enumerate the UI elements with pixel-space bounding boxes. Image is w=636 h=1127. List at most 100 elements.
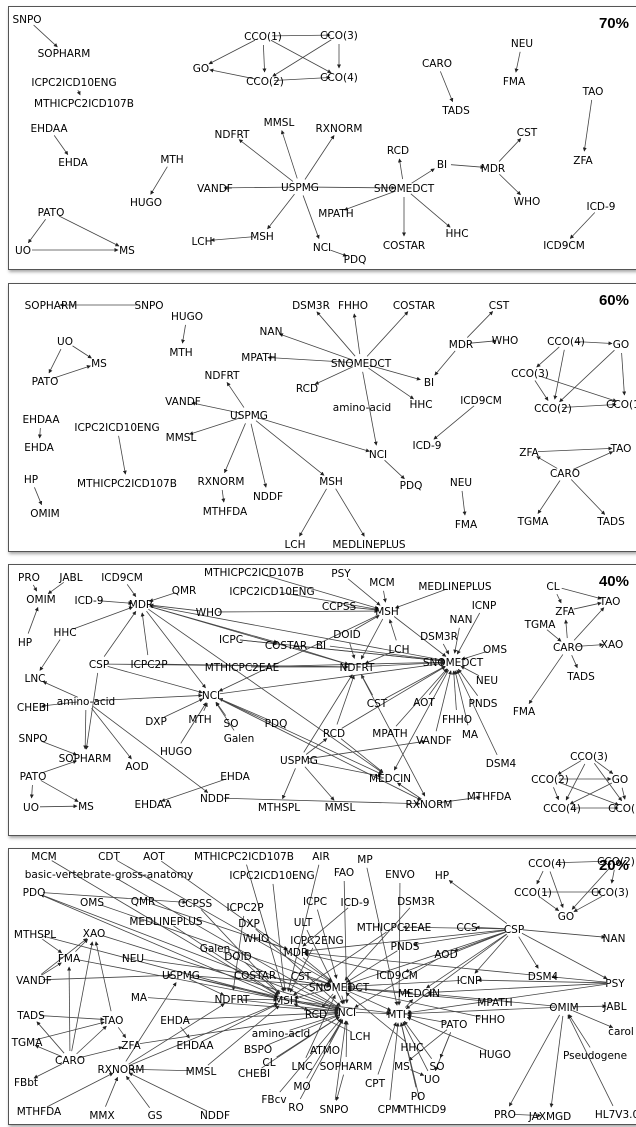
node-label: CDT xyxy=(98,851,120,863)
node-label: PATO xyxy=(32,376,59,388)
node-label: DOID xyxy=(224,951,252,963)
edge-MTHICPC2ICD107B-MSH xyxy=(246,864,285,992)
edge-RCD-SNOMEDCT xyxy=(341,666,446,729)
node-label: HHC xyxy=(53,627,76,639)
edge-OMIM-JAXMGD xyxy=(549,1015,564,1108)
edge-NCI-SNOMEDCT xyxy=(219,661,445,695)
edges xyxy=(34,303,627,537)
node-label: AOD xyxy=(434,949,457,961)
edge-TAO-ZFA xyxy=(582,99,593,152)
edge-amino-acid-CHEBI xyxy=(41,701,78,708)
edge-RCD-MEDCIN xyxy=(340,738,384,773)
node-label: MPATH xyxy=(477,997,512,1009)
node-label: CL xyxy=(546,581,559,593)
node-label: SNOMEDCT xyxy=(423,657,484,669)
node-label: MCM xyxy=(31,851,56,863)
edge-SNOMEDCT-MPATH xyxy=(343,190,396,211)
edge-RXNORM-MTHFDA xyxy=(437,795,481,804)
edge-MTHICPC2ICD107B-MSH xyxy=(262,574,379,610)
node-label: CCPSS xyxy=(178,898,213,910)
node-label: MMSL xyxy=(325,802,356,814)
edge-USPMG-VANDF xyxy=(223,185,292,190)
node-label: MTHFDA xyxy=(467,791,512,803)
node-label: MTHFDA xyxy=(203,506,248,518)
edge-BI-MDR xyxy=(450,164,485,170)
node-label: BSPO xyxy=(244,1044,272,1056)
node-label: NEU xyxy=(511,38,533,50)
node-label: MMX xyxy=(89,1110,114,1122)
edge-MTHSPL-MSH xyxy=(43,935,278,999)
edge-MDR-WHO xyxy=(469,339,497,344)
node-label: amino-acid xyxy=(252,1028,310,1040)
edge-CST-SNOMEDCT xyxy=(384,665,446,700)
node-label: BI xyxy=(316,640,326,652)
edge-USPMG-NDFRT xyxy=(238,139,294,182)
edge-OMIM-MTH xyxy=(407,1006,556,1016)
nodes: SNPOSOPHARMICPC2ICD10ENGMTHICPC2ICD107BE… xyxy=(12,14,615,266)
node-label: AOD xyxy=(125,761,148,773)
node-label: PSY xyxy=(331,568,351,580)
edge-LCH-MSH xyxy=(388,619,397,641)
node-label: NAN xyxy=(450,614,473,626)
node-label: ICPC2ICD10ENG xyxy=(229,586,314,598)
edge-BSPO-NCI xyxy=(266,1014,340,1046)
edge-FHHO-SNOMEDCT xyxy=(347,987,482,1018)
node-label: CCO(2) xyxy=(531,774,569,786)
edge-VANDF-USPMG xyxy=(42,973,173,981)
edge-MTHFDA-RXNORM xyxy=(46,1072,114,1108)
node-label: NCI xyxy=(313,242,331,254)
node-label: CCS xyxy=(456,922,478,934)
edge-MO-NCI xyxy=(306,1019,343,1079)
edge-ICD-9-MDR xyxy=(302,907,349,947)
edge-CCO(1)-GO xyxy=(208,39,256,65)
node-label: CARO xyxy=(553,642,583,654)
node-label: GO xyxy=(558,911,574,923)
node-label: Galen xyxy=(224,733,255,745)
edge-XAO-NCI xyxy=(102,935,339,1011)
edge-NCI-RXNORM xyxy=(218,698,422,801)
node-label: CCO(2) xyxy=(246,76,284,88)
node-label: TADS xyxy=(16,1010,45,1022)
edge-CCO(2)-CCO(3) xyxy=(610,869,615,884)
node-label: MS xyxy=(91,358,107,370)
edge-USPMG-MSH xyxy=(267,193,295,230)
node-label: ZFA xyxy=(519,447,539,459)
node-label: TGMA xyxy=(517,516,550,528)
edge-GO-CCO(1) xyxy=(621,787,627,800)
edge-USPMG-NDFRT xyxy=(226,382,245,408)
edge-QMR-MDR xyxy=(149,592,176,603)
node-label: HP xyxy=(18,637,32,649)
node-label: GO xyxy=(612,774,628,786)
node-label: VANDF xyxy=(416,735,452,747)
node-label: MEDCIN xyxy=(369,773,411,785)
edge-MSH-MTH xyxy=(294,1000,391,1015)
node-label: MTHSPL xyxy=(14,929,56,941)
edge-WHO-MDR xyxy=(264,940,288,950)
edge-MTHICD9-MTH xyxy=(399,1022,421,1101)
edge-USPMG-SNOMEDCT xyxy=(308,185,396,190)
edges xyxy=(27,574,627,810)
node-label: RCD xyxy=(305,1009,327,1021)
edge-MDR-WHO xyxy=(499,173,521,196)
edge-FAO-NCI xyxy=(343,880,349,1004)
edge-CCO(3)-GO xyxy=(595,761,614,774)
edge-CCO(2)-CCO(1) xyxy=(561,402,617,408)
node-label: CPM xyxy=(378,1104,401,1116)
edge-PNDS-SNOMEDCT xyxy=(457,668,479,696)
node-label: MSH xyxy=(250,231,274,243)
edge-NDFRT-RXNORM xyxy=(360,674,426,797)
edge-MPATH-SNOMEDCT xyxy=(395,668,448,727)
node-label: PSY xyxy=(605,978,625,990)
node-label: ICNP xyxy=(472,600,497,612)
edge-ENVO-MTH xyxy=(397,882,402,1006)
edge-CCO(2)-GO xyxy=(571,867,611,910)
node-label: MDR xyxy=(284,947,308,959)
edge-CSP-SNOMEDCT xyxy=(347,931,506,985)
node-label: TADS xyxy=(441,105,470,117)
edges xyxy=(28,24,596,257)
edge-RXNORM-MEDCIN xyxy=(397,782,422,800)
node-label: Galen xyxy=(200,943,231,955)
edge-CCO(3)-CCO(2) xyxy=(534,380,549,401)
node-label: SOPHARM xyxy=(25,300,78,312)
